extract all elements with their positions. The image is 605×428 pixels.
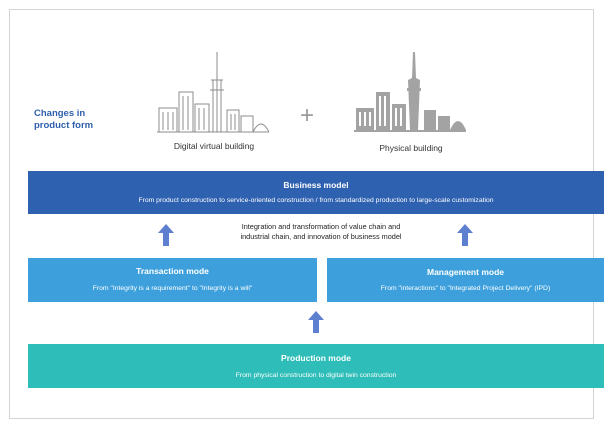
physical-building-caption: Physical building [379, 143, 443, 153]
up-arrow-icon [158, 224, 174, 246]
production-mode-title: Production mode [281, 353, 351, 363]
transaction-mode-title: Transaction mode [136, 266, 209, 276]
plus-sign: + [300, 102, 315, 129]
business-model-box: Business model From product construction… [28, 171, 604, 214]
production-mode-subtitle: From physical construction to digital tw… [235, 372, 397, 379]
integration-line-2: industrial chain, and innovation of busi… [240, 232, 402, 241]
transaction-mode-subtitle: From "Integrity is a requirement" to "In… [92, 285, 253, 292]
digital-building-caption: Digital virtual building [173, 141, 255, 151]
management-mode-subtitle: From "interactions" to "Integrated Proje… [380, 285, 551, 292]
management-mode-box: Management mode From "interactions" to "… [327, 258, 604, 302]
changes-in-product-form-label: Changes in product form [34, 108, 94, 131]
integration-description: Integration and transformation of value … [216, 222, 426, 242]
production-mode-box: Production mode From physical constructi… [28, 344, 604, 388]
management-mode-title: Management mode [427, 267, 504, 277]
business-model-title: Business model [283, 180, 349, 190]
integration-line-1: Integration and transformation of value … [241, 222, 401, 231]
up-arrow-icon [457, 224, 473, 246]
physical-city-icon [354, 52, 466, 132]
transaction-mode-box: Transaction mode From "Integrity is a re… [28, 258, 317, 302]
digital-city-icon [157, 52, 270, 133]
business-model-subtitle: From product construction to service-ori… [138, 197, 494, 204]
up-arrow-icon [308, 311, 324, 333]
